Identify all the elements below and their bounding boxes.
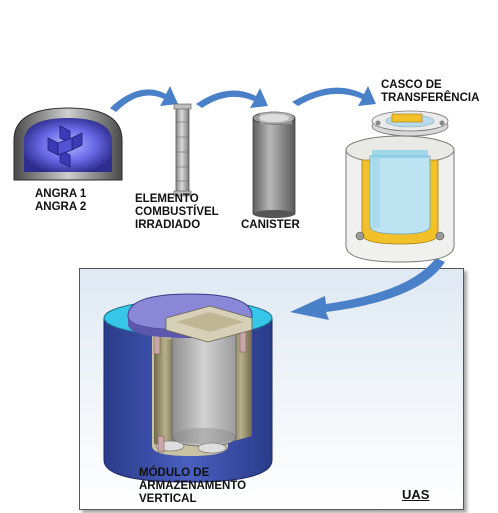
canister-icon: [252, 111, 296, 218]
fuel-element-label: ELEMENTO COMBUSTÍVEL IRRADIADO: [135, 193, 219, 231]
transfer-cask-lid-icon: [371, 110, 449, 137]
canister-label: CANISTER: [241, 219, 300, 231]
reactor-icon: [13, 107, 123, 181]
arrow-reactor-to-fuel: [110, 86, 178, 112]
arrow-canister-to-cask: [292, 86, 376, 106]
arrow-cask-to-module: [290, 258, 445, 320]
storage-module-icon: [103, 293, 273, 483]
fuel-element-icon: [173, 103, 192, 197]
transfer-cask-icon: [345, 135, 455, 263]
transfer-cask-label: CASCO DE TRANSFERÊNCIA: [381, 79, 480, 104]
facility-label: UAS: [402, 487, 430, 502]
reactor-label: ANGRA 1 ANGRA 2: [35, 188, 87, 213]
storage-module-label: MÓDULO DE ARMAZENAMENTO VERTICAL: [139, 467, 247, 505]
arrow-fuel-to-canister: [196, 88, 268, 108]
